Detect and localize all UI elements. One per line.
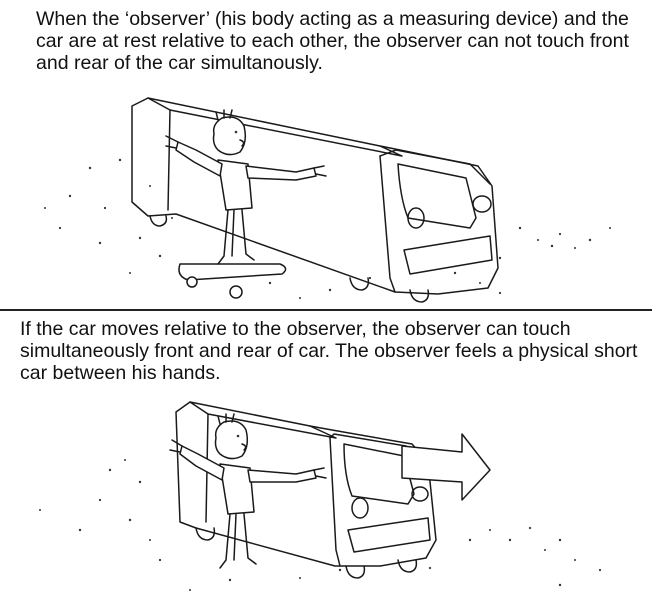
- observer-at-rest: [165, 109, 327, 265]
- panel-rest: When the ‘observer’ (his body acting as …: [36, 8, 629, 303]
- caption-moving: If the car moves relative to the observe…: [20, 318, 638, 384]
- motion-arrow-icon: [401, 433, 491, 501]
- ground-speckles: [44, 158, 611, 299]
- illustration-rest: [44, 97, 611, 303]
- skateboard: [178, 263, 287, 299]
- car-at-rest: [131, 97, 499, 303]
- panel-divider: [0, 309, 652, 311]
- ground-speckles: [39, 459, 602, 591]
- panel-moving: If the car moves relative to the observe…: [0, 312, 652, 600]
- illustration-moving: [39, 401, 602, 591]
- observer-moving: [169, 413, 327, 569]
- caption-rest: When the ‘observer’ (his body acting as …: [36, 8, 629, 74]
- car-moving: [175, 401, 437, 579]
